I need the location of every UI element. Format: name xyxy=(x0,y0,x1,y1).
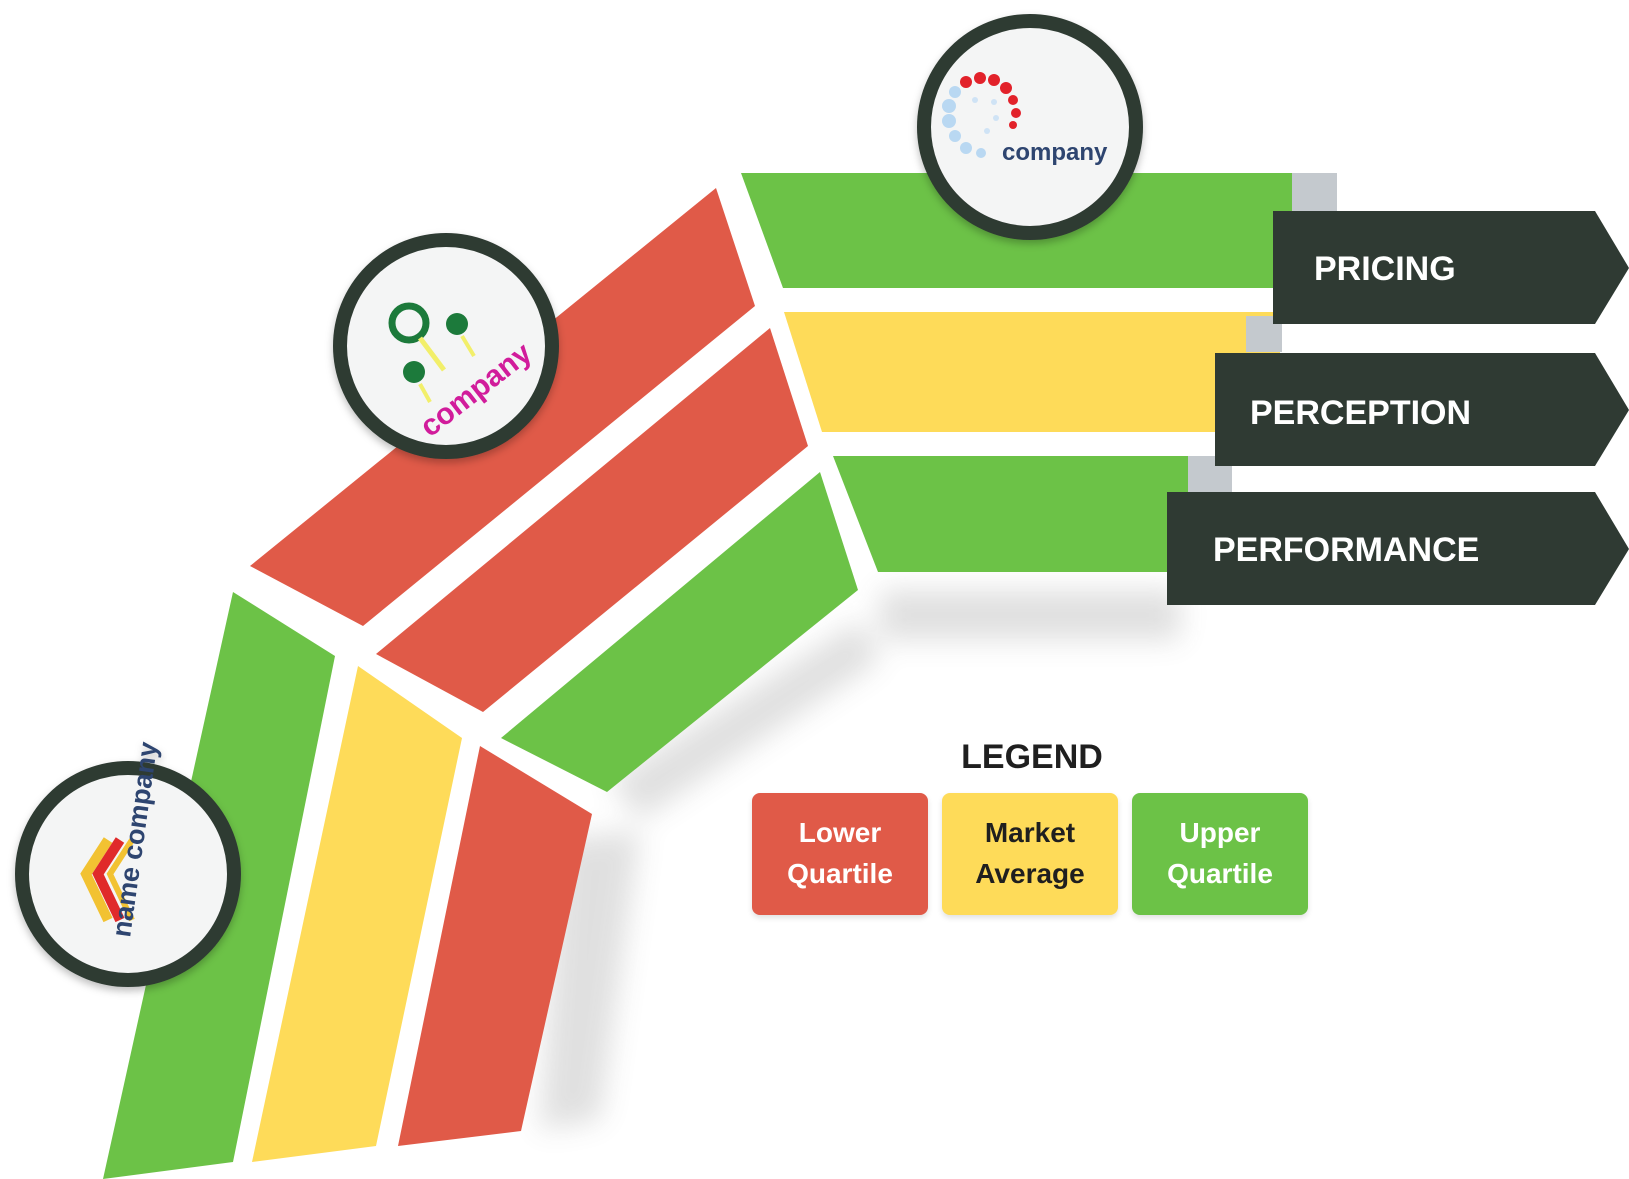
band-bottom-perception xyxy=(252,666,462,1162)
legend-upper-quartile: Upper Quartile xyxy=(1132,793,1308,915)
tab-pricing[interactable]: PRICING xyxy=(1273,211,1629,324)
logo-ring xyxy=(333,233,559,459)
tab-perception-shape xyxy=(1215,353,1629,466)
logo-ring xyxy=(15,761,241,987)
legend-lower-quartile: Lower Quartile xyxy=(752,793,928,915)
logo-magnifier-dots: company xyxy=(333,233,559,459)
legend-market-average-line1: Market xyxy=(984,817,1076,849)
tab-perception[interactable]: PERCEPTION xyxy=(1215,353,1629,466)
tab-pricing-shape xyxy=(1273,211,1629,324)
tab-pricing-label: PRICING xyxy=(1314,250,1456,288)
magnifier-dots-logo-icon xyxy=(388,302,476,403)
dotted-spiral-logo-icon xyxy=(942,72,1021,158)
legend-market-average: Market Average xyxy=(942,793,1118,915)
band-middle-performance xyxy=(501,472,858,792)
legend-title: LEGEND xyxy=(961,738,1103,776)
legend-lower-quartile-line1: Lower xyxy=(798,817,882,849)
band-middle-perception xyxy=(376,328,808,712)
logo-stacked-chevron: name company xyxy=(15,740,241,987)
tab-perception-label: PERCEPTION xyxy=(1250,394,1471,432)
category-tabs: PRICING PERCEPTION PERFORMANCE xyxy=(1167,211,1629,605)
logo-ring xyxy=(917,14,1143,240)
legend-market-average-line2: Average xyxy=(975,858,1085,889)
band-bottom-performance xyxy=(398,746,592,1146)
legend-items: Lower Quartile Market Average Upper Quar… xyxy=(752,793,1312,915)
tab-performance-shape xyxy=(1167,492,1629,605)
stacked-chevron-logo-icon xyxy=(80,837,135,923)
legend-lower-quartile-line2: Quartile xyxy=(787,858,893,889)
legend-upper-quartile-line2: Quartile xyxy=(1167,858,1273,889)
tab-connectors xyxy=(1188,173,1337,492)
legend-upper-quartile-line1: Upper xyxy=(1179,817,1261,849)
legend: LEGEND Lower Quartile Market Average Upp… xyxy=(752,738,1312,915)
band-top-perception xyxy=(784,312,1280,432)
band-top-performance xyxy=(833,456,1218,572)
logo-dotted-spiral: company xyxy=(917,14,1143,240)
dotted-spiral-logo-text: company xyxy=(1002,139,1108,166)
tab-performance-label: PERFORMANCE xyxy=(1213,531,1479,569)
tab-performance[interactable]: PERFORMANCE xyxy=(1167,492,1629,605)
